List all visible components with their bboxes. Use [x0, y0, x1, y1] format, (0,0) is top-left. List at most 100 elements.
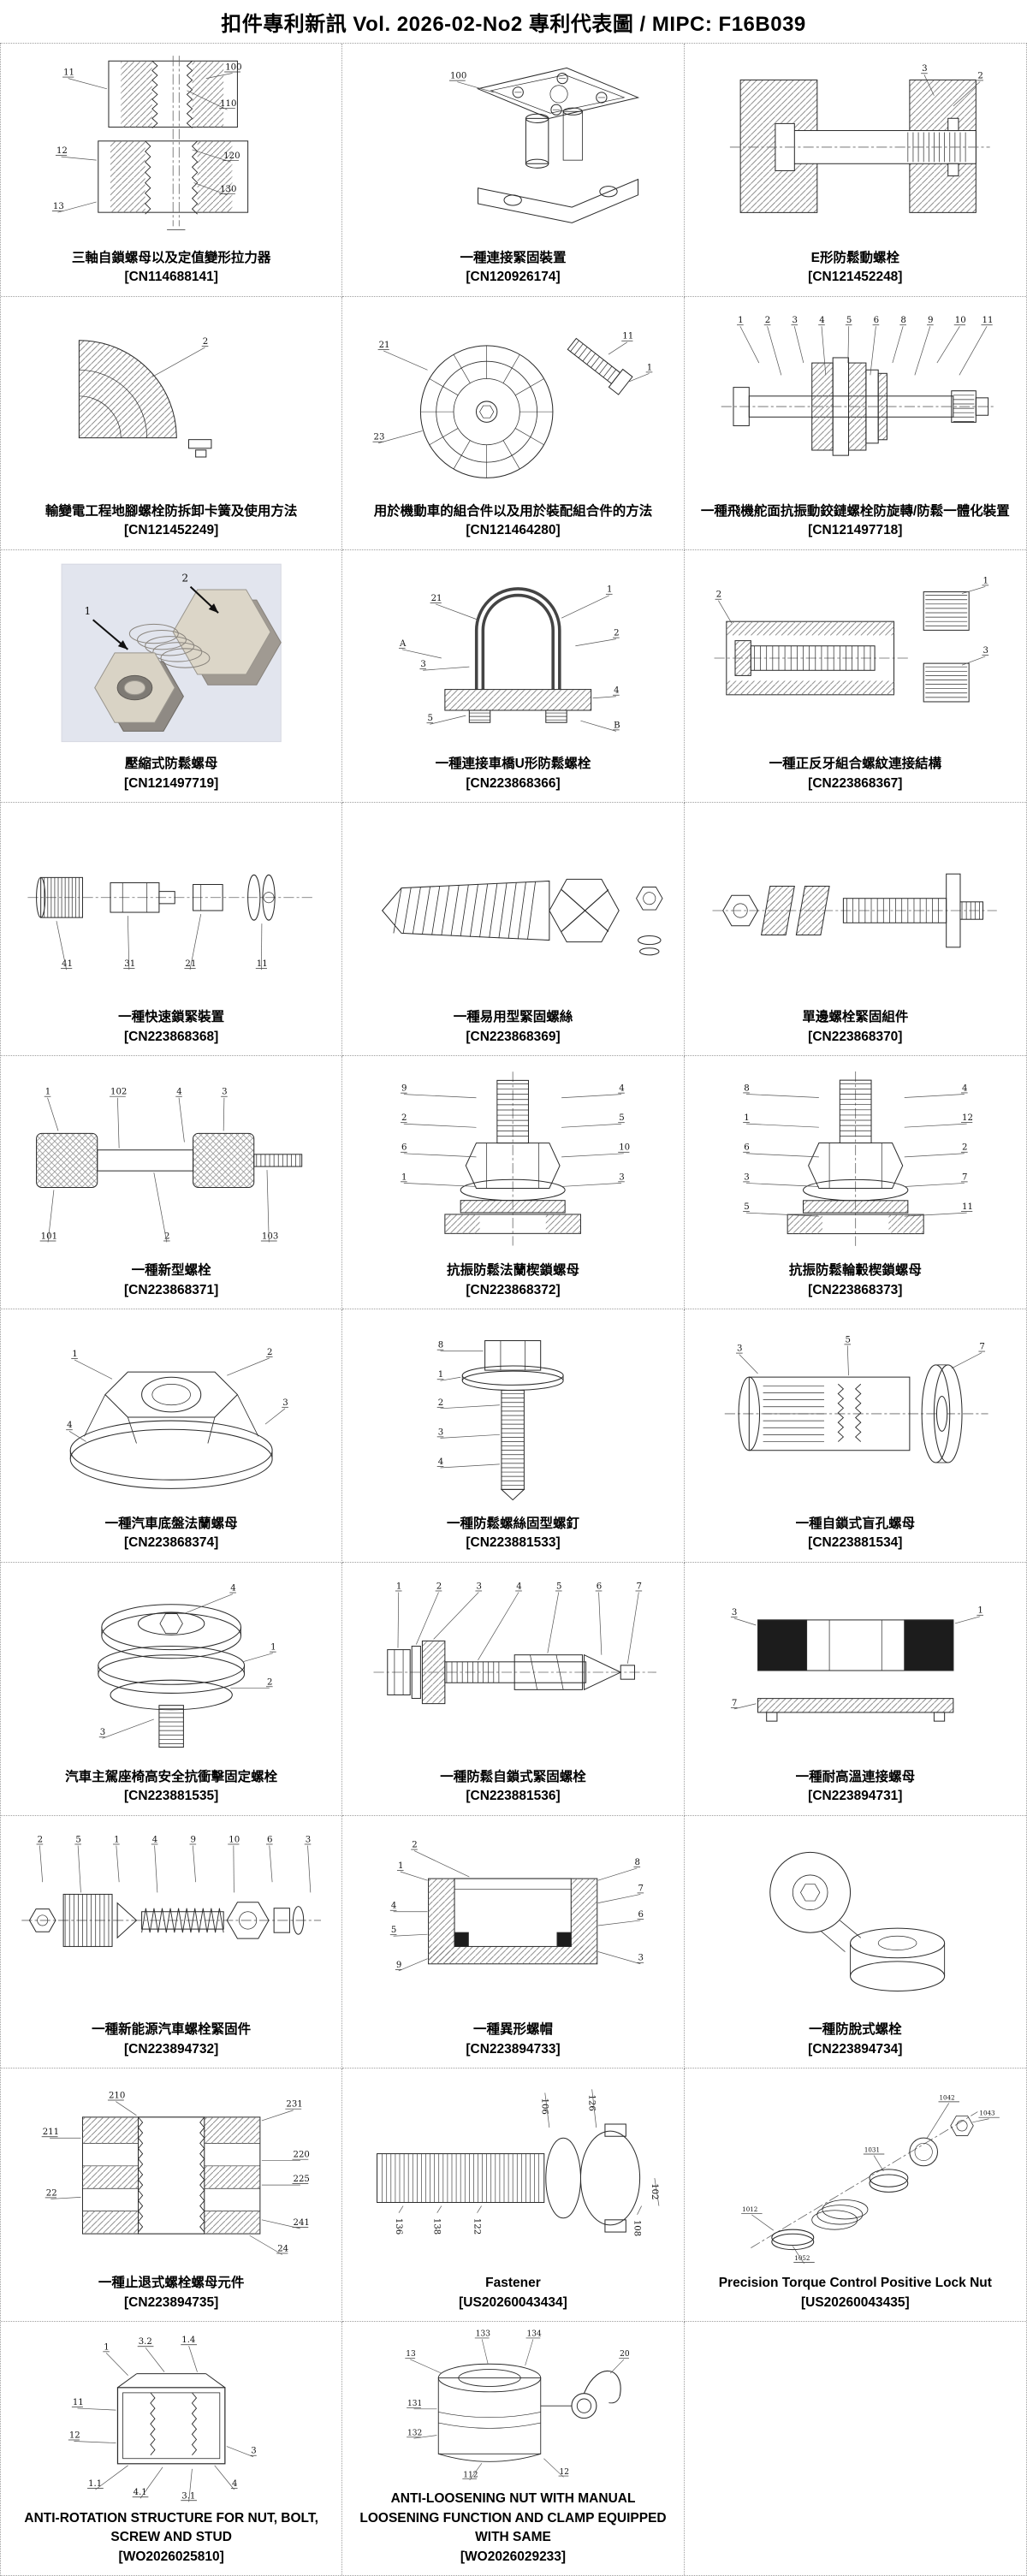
svg-text:3: 3: [982, 645, 988, 655]
patent-cell: 2 輸變電工程地腳螺栓防拆卸卡簧及使用方法[CN121452249]: [1, 296, 343, 550]
svg-text:2: 2: [413, 1840, 418, 1849]
svg-text:4: 4: [391, 1901, 396, 1910]
svg-text:3.2: 3.2: [139, 2337, 152, 2347]
patent-number: [CN223881536]: [466, 1789, 561, 1804]
svg-text:110: 110: [220, 99, 236, 109]
patent-drawing: 123: [714, 576, 988, 703]
svg-text:100: 100: [450, 72, 466, 81]
svg-text:5: 5: [744, 1202, 749, 1212]
figure-caption: 一種快速鎖緊裝置[CN223868368]: [1, 1008, 341, 1055]
svg-text:5: 5: [845, 1335, 850, 1344]
svg-text:6: 6: [744, 1143, 749, 1153]
svg-text:8: 8: [438, 1341, 443, 1350]
svg-text:2: 2: [614, 628, 619, 638]
svg-text:3: 3: [282, 1398, 288, 1408]
patent-number: [CN223894731]: [808, 1789, 903, 1804]
patent-number: [CN223881535]: [124, 1789, 219, 1804]
figure-caption: 一種易用型緊固螺絲[CN223868369]: [342, 1008, 683, 1055]
svg-text:2: 2: [977, 71, 982, 80]
svg-text:1012: 1012: [742, 2205, 757, 2213]
patent-number: [CN223868370]: [808, 1029, 903, 1044]
svg-text:4: 4: [438, 1457, 443, 1467]
svg-text:3: 3: [922, 64, 927, 74]
svg-text:11: 11: [63, 68, 74, 78]
svg-text:24: 24: [277, 2245, 288, 2254]
svg-text:102: 102: [650, 2184, 659, 2200]
patent-title: 一種耐高溫連接螺母: [795, 1769, 916, 1784]
svg-text:1.4: 1.4: [181, 2336, 195, 2345]
patent-figure: [685, 803, 1026, 1008]
figure-caption: 汽車主駕座椅高安全抗衝擊固定螺栓 [CN223881535]: [1, 1768, 341, 1815]
patent-title: ANTI-LOOSENING NUT WITH MANUAL LOOSENING…: [359, 2491, 667, 2545]
svg-text:122: 122: [472, 2218, 482, 2235]
patent-number: [CN223868374]: [124, 1535, 219, 1551]
figure-caption: Precision Torque Control Positive Lock N…: [685, 2274, 1026, 2321]
figure-caption: 一種汽車底盤法蘭螺母[CN223868374]: [1, 1515, 341, 1562]
svg-text:2: 2: [764, 316, 769, 325]
figure-caption: 一種正反牙組合螺紋連接結構[CN223868367]: [685, 755, 1026, 802]
svg-text:1: 1: [114, 1835, 119, 1844]
svg-text:2: 2: [438, 1398, 443, 1408]
svg-text:22: 22: [46, 2189, 57, 2199]
patent-number: [CN121497719]: [124, 775, 219, 791]
svg-text:133: 133: [476, 2330, 491, 2339]
patent-title: 汽車主駕座椅高安全抗衝擊固定螺栓: [65, 1769, 278, 1784]
patent-title: 抗振防鬆輪轂楔鎖螺母: [788, 1263, 922, 1279]
svg-text:41: 41: [62, 959, 73, 969]
patent-number: [CN120926174]: [466, 270, 561, 285]
figure-caption: 一種異形螺帽[CN223894733]: [342, 2021, 683, 2068]
svg-text:4: 4: [614, 686, 619, 695]
svg-text:1: 1: [45, 1088, 50, 1097]
patent-drawing: 2: [78, 337, 212, 458]
svg-text:12: 12: [69, 2431, 80, 2441]
patent-title: 一種正反牙組合螺紋連接結構: [769, 757, 942, 772]
svg-text:4: 4: [232, 2479, 237, 2489]
patent-title: 一種止退式螺栓螺母元件: [98, 2276, 245, 2291]
svg-text:11: 11: [962, 1202, 973, 1212]
svg-text:3: 3: [744, 1173, 749, 1183]
patent-drawing: 12: [61, 563, 282, 742]
svg-text:3: 3: [438, 1427, 443, 1437]
svg-text:5: 5: [391, 1926, 396, 1935]
patent-figure: [685, 2322, 1026, 2575]
svg-text:131: 131: [407, 2400, 422, 2408]
svg-text:6: 6: [873, 316, 878, 325]
svg-text:1: 1: [84, 605, 91, 617]
figure-caption: 抗振防鬆輪轂楔鎖螺母 [CN223868373]: [685, 1261, 1026, 1309]
svg-text:211: 211: [43, 2128, 59, 2138]
patent-title: 單邊螺栓緊固組件: [802, 1010, 909, 1025]
svg-text:132: 132: [407, 2430, 422, 2438]
patent-number: [CN223868373]: [808, 1282, 903, 1297]
svg-text:101: 101: [41, 1232, 57, 1242]
svg-text:2: 2: [401, 1113, 407, 1123]
patent-drawing: [769, 1851, 945, 1991]
svg-text:3: 3: [222, 1088, 227, 1097]
svg-text:2: 2: [962, 1143, 967, 1153]
svg-text:1: 1: [738, 316, 743, 325]
patent-drawing: 100: [449, 67, 640, 223]
patent-title: 一種新型螺栓: [131, 1263, 211, 1279]
svg-text:8: 8: [635, 1857, 640, 1867]
figure-caption: 輸變電工程地腳螺栓防拆卸卡簧及使用方法[CN121452249]: [1, 502, 341, 549]
svg-text:10: 10: [229, 1835, 240, 1844]
patent-title: E形防鬆動螺栓: [810, 250, 899, 265]
